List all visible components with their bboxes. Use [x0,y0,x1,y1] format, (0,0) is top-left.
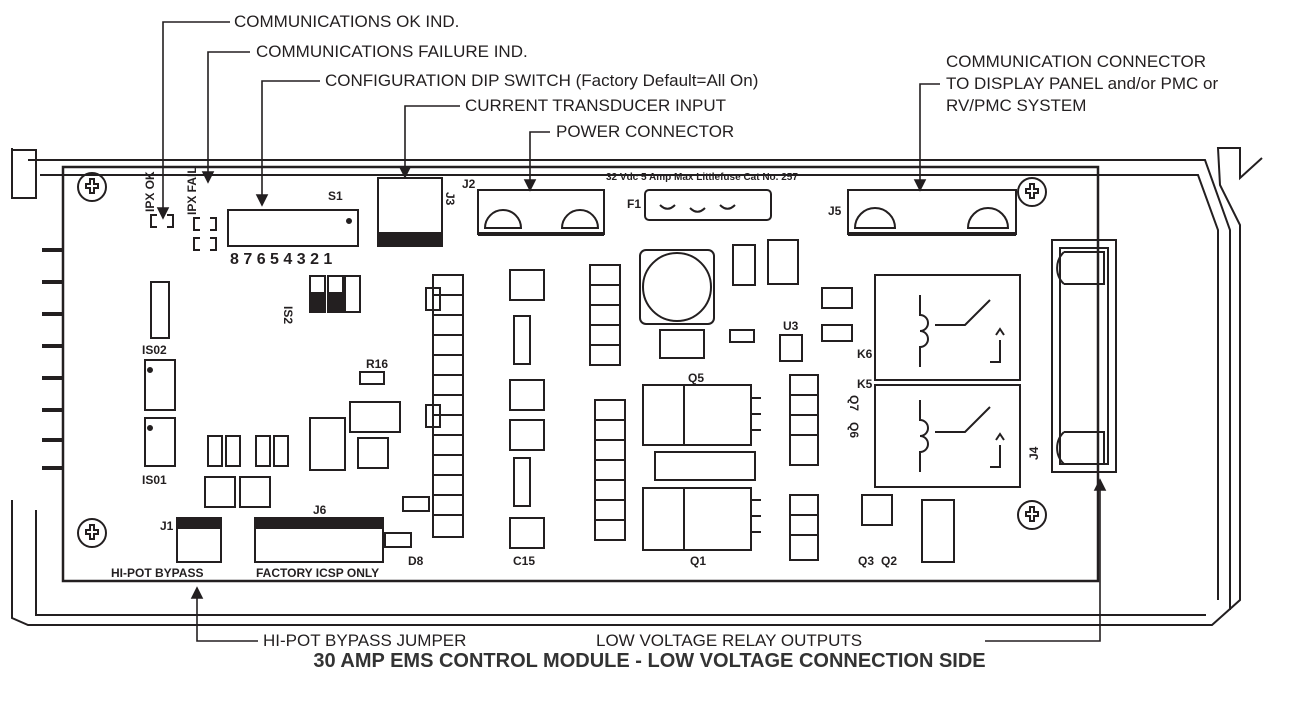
comm-connector-j5 [847,189,1017,236]
fuse-f1 [644,189,772,221]
label-f1: F1 [627,197,641,211]
relay-output-connector-j4 [1051,239,1117,473]
callout-current-transducer: CURRENT TRANSDUCER INPUT [465,96,727,115]
label-j1: J1 [160,519,174,533]
label-j2: J2 [462,177,476,191]
label-j6: J6 [313,503,327,517]
capacitor [639,249,715,325]
label-factory-icsp: FACTORY ICSP ONLY [256,566,379,580]
label-q6: Q6 [847,422,861,438]
label-k5: K5 [857,377,873,391]
label-q7: Q7 [847,395,861,411]
label-is2: IS2 [281,306,295,324]
edge-pins [42,248,63,470]
label-u3: U3 [783,319,799,333]
mounting-screw-icon [77,172,107,202]
callout-leader-lines [156,21,1107,642]
mounting-screw-icon [1017,500,1047,530]
callout-comm-connector-2: TO DISPLAY PANEL and/or PMC or [946,74,1219,93]
dip-switch-s1 [227,209,359,247]
terminal-strip [789,374,819,561]
icsp-header-j6 [254,517,384,563]
label-r16: R16 [366,357,388,371]
label-d8: D8 [408,554,424,568]
diode [654,451,756,481]
label-ipx-fail: IPX FAIL [185,166,199,215]
label-q3: Q3 [858,554,874,568]
callout-relay-outputs: LOW VOLTAGE RELAY OUTPUTS [596,631,863,650]
hipot-jumper-j1 [176,517,222,563]
label-s1: S1 [328,189,343,203]
callout-comm-ok: COMMUNICATIONS OK IND. [234,12,460,31]
callout-dip-switch: CONFIGURATION DIP SWITCH (Factory Defaul… [325,71,759,90]
label-j4: J4 [1027,446,1041,460]
label-c15: C15 [513,554,535,568]
callout-comm-connector-1: COMMUNICATION CONNECTOR [946,52,1207,71]
transistor-q5 [642,384,761,446]
label-j5: J5 [828,204,842,218]
relay-k6 [874,274,1021,381]
label-dip-numbers: 8 7 6 5 4 3 2 1 [230,251,332,268]
label-is02: IS02 [142,343,167,357]
terminal-strip [425,274,464,538]
label-j3: J3 [443,192,457,206]
label-fuse-rating: 32 Vdc 5 Amp Max Littlefuse Cat No. 257 [606,172,798,183]
pcb-outline [61,165,1100,583]
callout-comm-connector-3: RV/PMC SYSTEM [946,96,1087,115]
small-components [144,239,955,563]
label-q5: Q5 [688,371,704,385]
diagram-title: 30 AMP EMS CONTROL MODULE - LOW VOLTAGE … [313,650,986,672]
label-q2: Q2 [881,554,897,568]
mounting-screw-icon [77,518,107,548]
callout-power-connector: POWER CONNECTOR [556,122,735,141]
transistor-q1 [642,487,761,551]
mounting-screw-icon [1017,177,1047,207]
label-hipot-bypass: HI-POT BYPASS [111,566,203,580]
label-is01: IS01 [142,473,167,487]
label-ipx-ok: IPX OK [143,171,157,212]
ipx-led-pads [150,214,217,251]
power-connector-j2 [477,189,605,236]
current-transducer-connector-j3 [377,177,443,247]
callout-hipot-jumper: HI-POT BYPASS JUMPER [263,631,467,650]
callout-comm-fail: COMMUNICATIONS FAILURE IND. [256,42,528,61]
enclosure-outline [11,147,1263,626]
label-k6: K6 [857,347,873,361]
relay-k5 [874,384,1021,488]
terminal-strip [589,264,626,541]
label-q1: Q1 [690,554,706,568]
